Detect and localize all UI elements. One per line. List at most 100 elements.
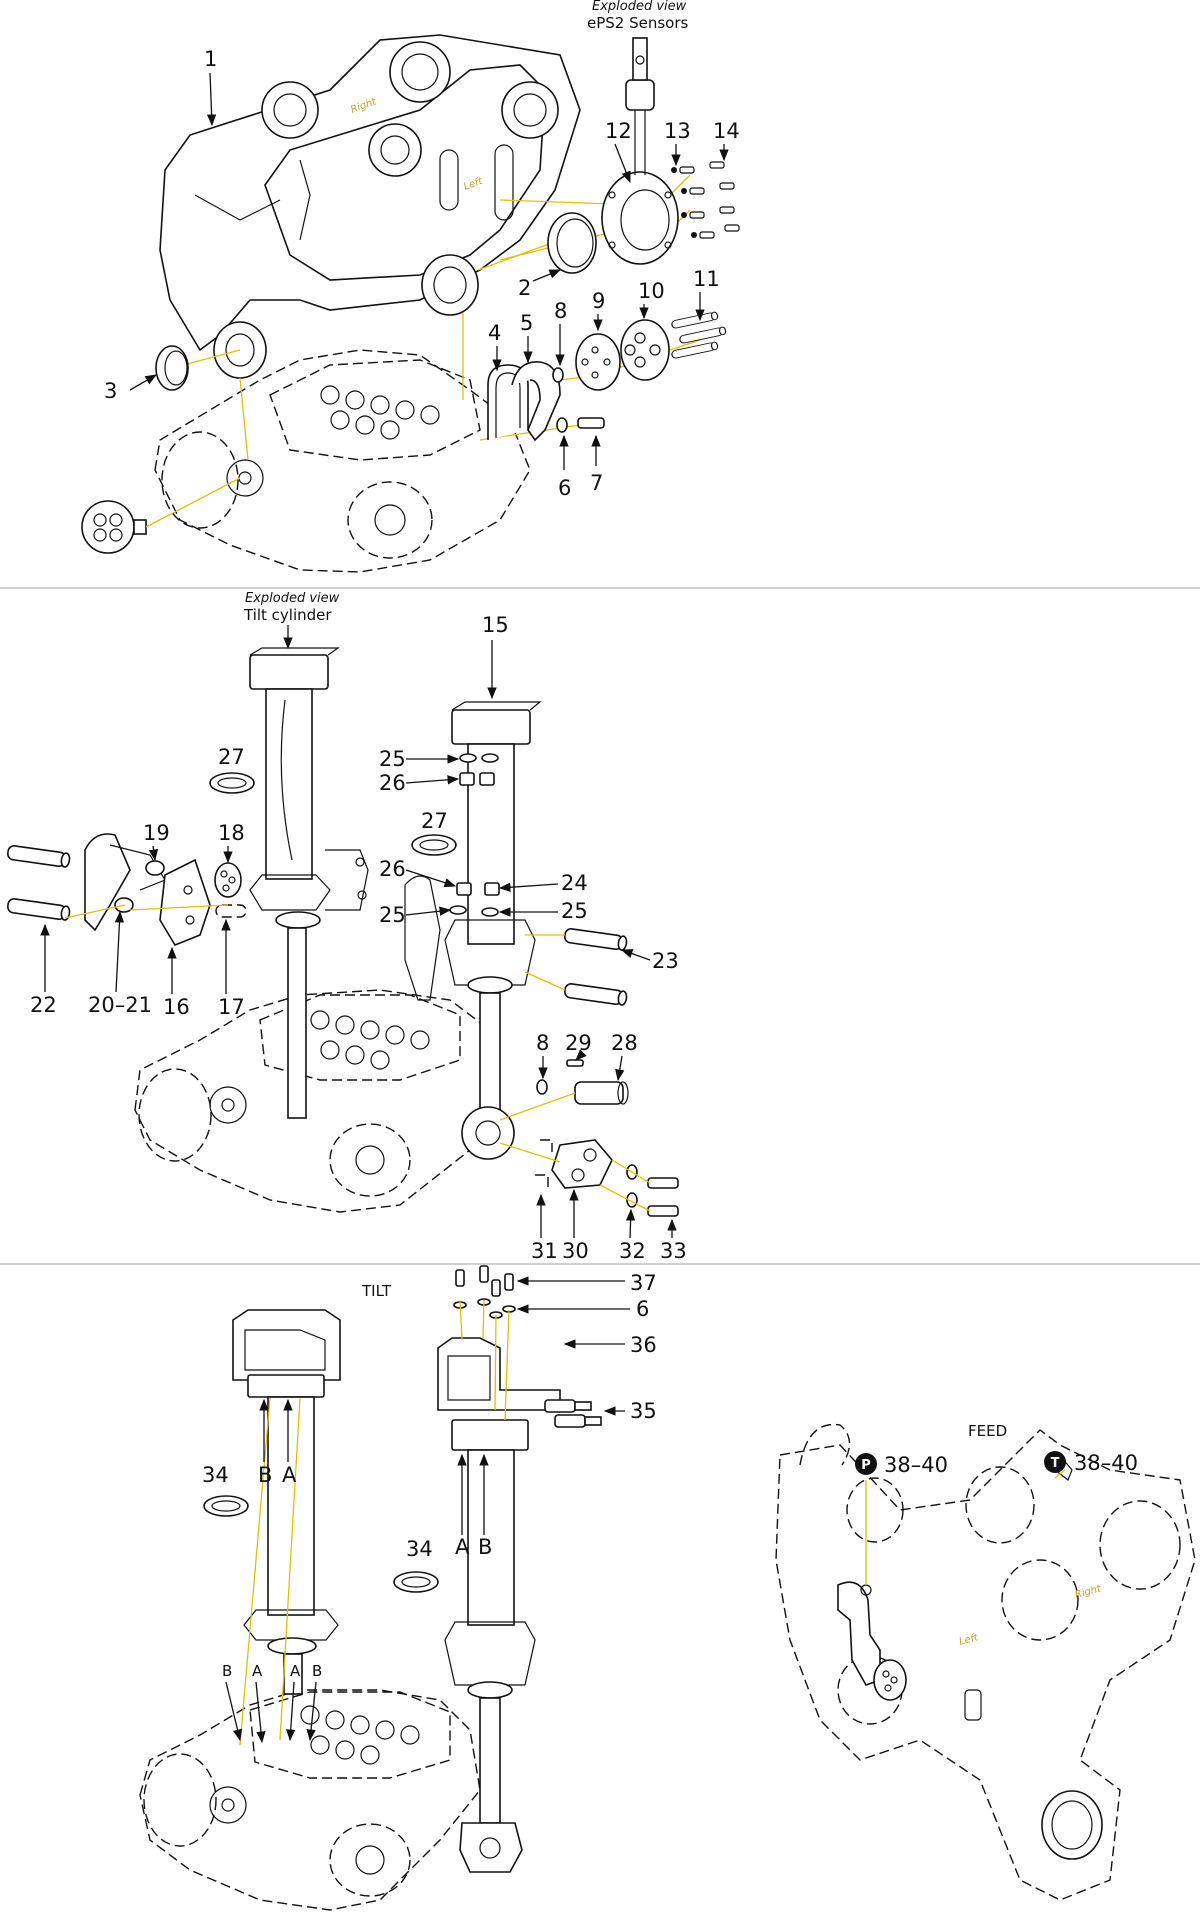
rotator-bracket-frame: Right Left (159, 34, 581, 379)
callout-label: 24 (561, 871, 588, 895)
callout-label: A (282, 1463, 297, 1487)
callout-label: 1 (204, 47, 217, 71)
bolt-set-11 (670, 310, 727, 360)
callout-label: 37 (630, 1271, 657, 1295)
washer-8-s2 (536, 1079, 548, 1095)
couplings-35 (544, 1399, 602, 1428)
sensor-housing (601, 37, 679, 265)
callout-label: 23 (652, 949, 679, 973)
washer-8 (552, 367, 564, 383)
callout-label: 25 (379, 903, 406, 927)
callout-label: B (312, 1662, 322, 1680)
callout-label: 11 (693, 267, 720, 291)
callout-label: 14 (713, 119, 740, 143)
callout-label: 12 (605, 119, 632, 143)
section-tilt-feed-hoses: Right Left TILT FEED P 38–40 T 38–40 37 … (139, 1265, 1196, 1911)
tilt-cylinder-right-hosed (437, 1337, 561, 1873)
feed-title: FEED (968, 1422, 1007, 1440)
section-eps2-sensors: Right Left (81, 0, 740, 573)
callout-label: A (252, 1662, 263, 1680)
callouts-section-1: 1 2 3 4 5 8 9 10 11 12 13 14 6 7 (104, 47, 740, 500)
callout-label: 26 (379, 857, 406, 881)
callout-label: 29 (565, 1031, 592, 1055)
callout-label: 15 (482, 613, 509, 637)
leader-lines-2 (64, 904, 651, 1212)
sensor-connector-plug (81, 477, 241, 554)
callout-label: 25 (561, 899, 588, 923)
screw-7 (577, 417, 605, 429)
key-29 (566, 1059, 584, 1067)
screws-37 (455, 1265, 514, 1297)
eps2-sensors-title: ePS2 Sensors (587, 14, 689, 32)
port-p-marker: P (855, 1453, 877, 1475)
callout-label: 34 (202, 1463, 229, 1487)
exploded-view-note-1: Exploded view (592, 0, 687, 14)
callout-label: 27 (218, 745, 245, 769)
callout-arrows-2 (40, 640, 677, 1239)
callout-label: 13 (664, 119, 691, 143)
callout-label: A (290, 1662, 301, 1680)
valve-motor-assembly-2 (134, 989, 501, 1213)
pins-22 (6, 844, 72, 922)
callout-label: 25 (379, 747, 406, 771)
valve-motor-assembly-1 (154, 349, 531, 573)
callout-label: 32 (619, 1239, 646, 1263)
callout-label: B (258, 1463, 272, 1487)
sleeve-17 (215, 904, 247, 918)
rotary-plate-10 (620, 319, 670, 381)
callout-label: 19 (143, 821, 170, 845)
callout-label: 34 (406, 1537, 433, 1561)
tilt-cylinder-left-hosed (232, 1309, 341, 1695)
callout-label: 20–21 (88, 993, 152, 1017)
tilt-block-16 (159, 858, 211, 946)
gasket-27-left (209, 772, 255, 794)
callout-label: 6 (636, 1297, 649, 1321)
ring-part-2 (547, 212, 597, 274)
callout-arrows-3 (225, 1276, 630, 1744)
callout-label: 10 (638, 279, 665, 303)
callout-label: 7 (590, 471, 603, 495)
callout-label: 8 (536, 1031, 549, 1055)
callout-label: 4 (488, 321, 501, 345)
callout-label: 2 (518, 276, 531, 300)
ring-part-3 (155, 345, 189, 391)
screws-33 (647, 1177, 679, 1217)
feed-side-label-left: Left (958, 1632, 980, 1648)
callout-label: 17 (218, 995, 245, 1019)
pin-28 (574, 1081, 629, 1105)
port-p-range: 38–40 (884, 1453, 948, 1477)
pins-23 (563, 927, 629, 1007)
port-t-marker: T (1044, 1451, 1066, 1473)
screw-set-13-14 (671, 161, 740, 239)
port-t-range: 38–40 (1074, 1451, 1138, 1475)
callout-label: 31 (531, 1239, 558, 1263)
exploded-view-note-2: Exploded view (245, 591, 340, 606)
tilt-cylinder-title: Tilt cylinder (243, 606, 332, 624)
section-tilt-cylinder: Exploded view Tilt cylinder 15 25 26 27 … (6, 591, 687, 1263)
callout-label: 28 (611, 1031, 638, 1055)
lock-plate-30 (551, 1139, 613, 1189)
callout-label: B (478, 1535, 492, 1559)
callout-label: 5 (520, 311, 533, 335)
washers-32 (626, 1164, 638, 1208)
leader-lines-3 (239, 1299, 510, 1746)
callout-label: A (455, 1535, 470, 1559)
callout-label: 27 (421, 809, 448, 833)
callout-label: 6 (558, 476, 571, 500)
rotary-block-9 (575, 333, 621, 391)
gasket-34-right (393, 1571, 439, 1593)
callout-label: 22 (30, 993, 57, 1017)
connector-18 (214, 862, 242, 898)
spring-clips-31 (535, 1139, 553, 1190)
port-p-letter: P (861, 1458, 871, 1473)
gasket-34-left (203, 1495, 249, 1517)
feed-rotator-bracket: Right Left (775, 1423, 1196, 1901)
callout-label: B (222, 1662, 232, 1680)
callout-label: 3 (104, 379, 117, 403)
tilt-title: TILT (361, 1282, 392, 1300)
callout-label: 18 (218, 821, 245, 845)
callout-arrows-1 (129, 72, 729, 470)
callout-label: 30 (562, 1239, 589, 1263)
feed-side-label-right: Right (1074, 1583, 1103, 1601)
